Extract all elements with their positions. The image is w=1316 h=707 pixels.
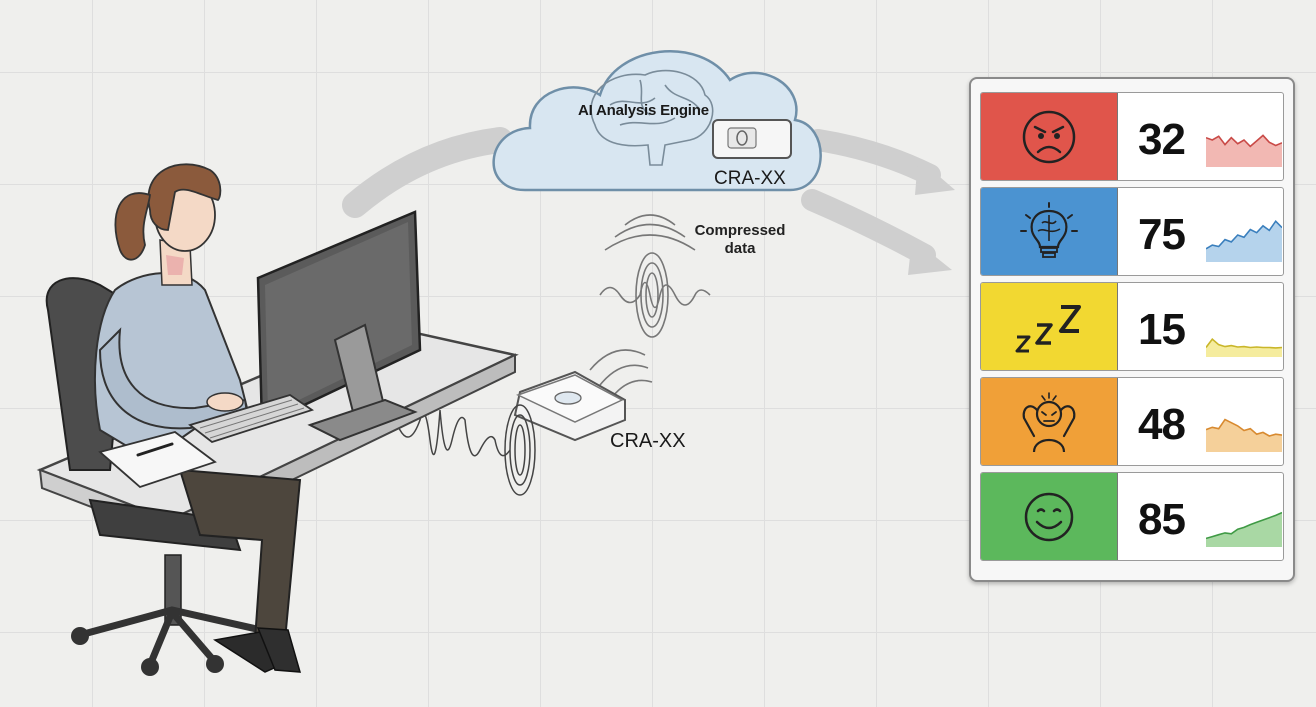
- sparkline-line: [1206, 338, 1282, 349]
- output-arrow-top: [807, 129, 955, 195]
- lightbulb-brain-icon: [1020, 201, 1078, 258]
- signal-waves-bottom: [374, 404, 536, 496]
- sparkline-line: [1206, 219, 1282, 250]
- sparkline-area: [1206, 221, 1282, 262]
- stress-swatch: [981, 378, 1118, 465]
- brain-icon: [590, 69, 714, 166]
- happy-value: 85: [1138, 495, 1186, 544]
- sparkline-area: [1206, 135, 1282, 167]
- sparkline-line: [1206, 418, 1282, 437]
- sleep-zzz-icon: [1015, 304, 1081, 352]
- stress-sparkline: [1206, 418, 1282, 452]
- compressed-data-label: Compressed data: [690, 222, 790, 258]
- sparkline-line: [1206, 511, 1282, 540]
- output-arrow-bottom: [801, 189, 952, 275]
- cloud-device-label: CRA-XX: [714, 168, 786, 189]
- woman-at-computer: [94, 163, 302, 673]
- sleepy-sparkline: [1206, 338, 1282, 357]
- focus-swatch: [981, 188, 1118, 275]
- cloud-device-icon: [712, 119, 792, 159]
- sleepy-swatch: [981, 283, 1118, 370]
- sparkline-area: [1206, 339, 1282, 357]
- emotion-row-focus: 75: [980, 187, 1284, 276]
- smiley-face-icon: [1024, 492, 1074, 541]
- anger-sparkline: [1206, 134, 1282, 167]
- anger-swatch: [981, 93, 1118, 180]
- sparkline-line: [1206, 134, 1282, 148]
- emotion-row-sleepy: 15: [980, 282, 1284, 371]
- sparkline-area: [1206, 419, 1282, 452]
- compressed-label-line1: Compressed: [694, 222, 786, 239]
- sparkline-area: [1206, 512, 1282, 547]
- desk-device-icon: [513, 370, 626, 442]
- ai-engine-label: AI Analysis Engine: [578, 102, 709, 119]
- computer-monitor: [256, 210, 422, 442]
- upload-arrow: [342, 127, 513, 218]
- emotion-row-anger: 32: [980, 92, 1284, 181]
- stressed-person-icon: [1022, 391, 1076, 452]
- sleepy-value: 15: [1138, 305, 1186, 354]
- anger-value: 32: [1138, 115, 1186, 164]
- happy-swatch: [981, 473, 1118, 560]
- angry-face-icon: [1022, 110, 1076, 163]
- signal-waves-top: [589, 214, 711, 401]
- focus-sparkline: [1206, 219, 1282, 262]
- stress-value: 48: [1138, 400, 1186, 449]
- focus-value: 75: [1138, 210, 1186, 259]
- emotion-dashboard-panel: 32 75 15: [969, 77, 1295, 582]
- notepad: [98, 431, 217, 489]
- desk-device-label: CRA-XX: [610, 430, 686, 452]
- compressed-label-line2: data: [724, 240, 756, 257]
- emotion-row-stress: 48: [980, 377, 1284, 466]
- keyboard: [188, 394, 315, 444]
- happy-sparkline: [1206, 511, 1282, 547]
- emotion-row-happy: 85: [980, 472, 1284, 561]
